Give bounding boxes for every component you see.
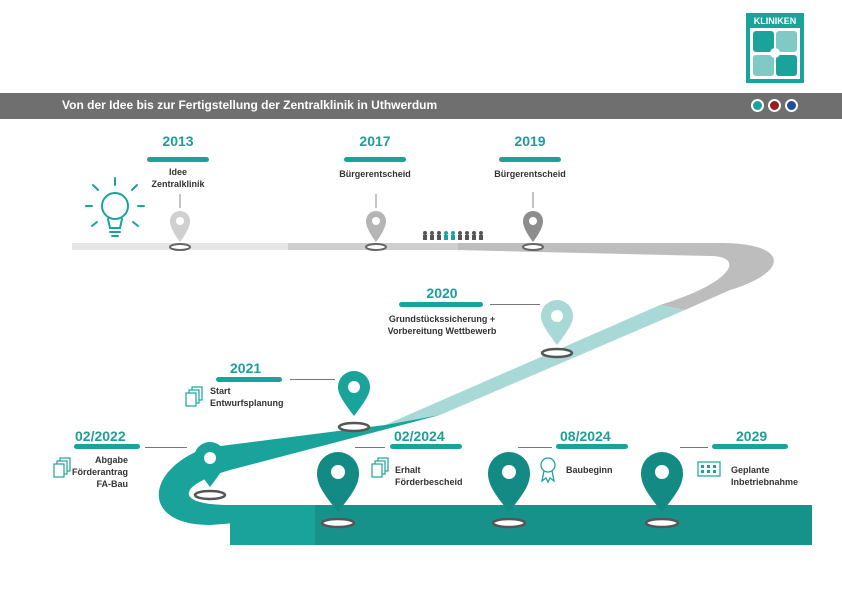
year-bar <box>216 377 282 382</box>
pin-082024 <box>488 452 530 529</box>
milestone-label: Baubeginn <box>566 465 613 475</box>
year-bar <box>499 157 561 162</box>
hospital-building-icon <box>697 461 721 477</box>
year-bar <box>556 444 628 449</box>
year-2017: 2017 <box>359 133 391 149</box>
documents-icon <box>53 457 71 478</box>
year-bar <box>74 444 140 449</box>
pin-022022 <box>193 442 227 501</box>
year-bar <box>344 157 406 162</box>
pin-2017 <box>365 211 387 251</box>
pin-2029 <box>641 452 683 529</box>
leader-line <box>355 447 385 448</box>
leader-line <box>290 379 335 380</box>
milestone-label: Bürgerentscheid <box>494 169 566 179</box>
pin-022024 <box>317 451 359 529</box>
year-2020: 2020 <box>426 285 458 301</box>
year-082024: 08/2024 <box>560 428 611 444</box>
pin-2019 <box>522 211 544 251</box>
year-bar <box>712 444 788 449</box>
people-icon <box>423 231 483 240</box>
road-bottom <box>300 505 812 545</box>
leader-line <box>518 447 552 448</box>
certificate-icon <box>540 457 556 484</box>
red-dot[interactable] <box>768 99 781 112</box>
year-2013: 2013 <box>162 133 194 149</box>
road-diagonal-light <box>385 305 685 425</box>
page-title: Von der Idee bis zur Fertigstellung der … <box>62 98 438 112</box>
road-curve-gray <box>458 243 774 310</box>
leader-line <box>680 447 708 448</box>
pin-2013 <box>169 211 191 251</box>
kliniken-logo: KLINIKEN <box>746 13 804 83</box>
blue-dot[interactable] <box>785 99 798 112</box>
documents-icon <box>185 386 203 407</box>
leader-line <box>490 304 540 305</box>
teal-dot[interactable] <box>751 99 764 112</box>
year-022022: 02/2022 <box>75 428 126 444</box>
year-bar <box>390 444 462 449</box>
year-bar <box>399 302 483 307</box>
pin-2020 <box>540 300 574 359</box>
logo-brand-text: KLINIKEN <box>754 16 797 26</box>
year-bar <box>147 157 209 162</box>
header-bar <box>0 93 842 119</box>
year-2019: 2019 <box>514 133 546 149</box>
leader-line <box>145 447 187 448</box>
road-bottom-start <box>230 505 315 545</box>
year-2029: 2029 <box>736 428 768 444</box>
milestone-label: Grundstückssicherung +Vorbereitung Wettb… <box>387 314 497 336</box>
documents-icon <box>371 457 389 478</box>
pin-2021 <box>337 371 371 433</box>
year-2021: 2021 <box>230 360 262 376</box>
milestone-label: Bürgerentscheid <box>339 169 411 179</box>
lightbulb-icon <box>85 177 145 237</box>
year-022024: 02/2024 <box>394 428 445 444</box>
